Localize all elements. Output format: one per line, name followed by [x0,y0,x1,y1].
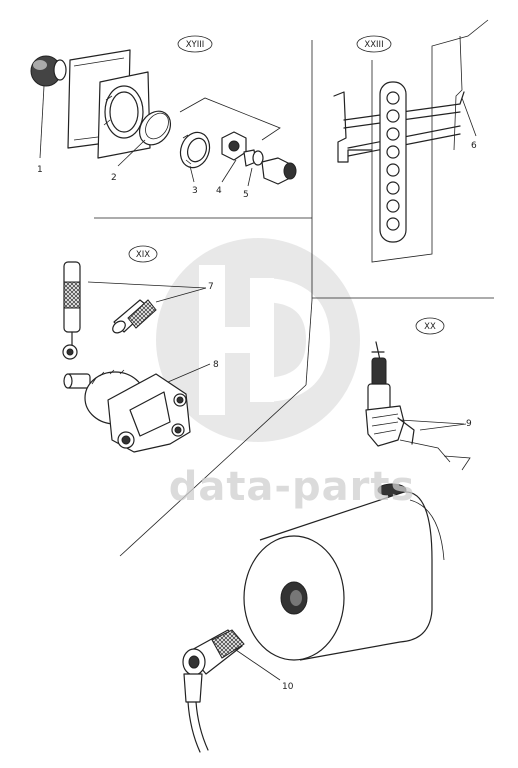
callout-3: 3 [192,186,198,196]
cylinder-roll [243,491,445,661]
section-xix: XIX [62,245,219,453]
bracket-outline [179,97,281,141]
section-badge-xviii: XYIII [177,35,213,53]
lamp-strip [379,81,407,243]
part-7-spring-contact [62,261,81,360]
leader-lines-xviii [39,85,253,187]
leader-lines-xix [87,281,211,383]
part-3-ring [179,131,211,169]
callout-9: 9 [466,419,472,429]
callout-10: 10 [282,682,294,692]
section-badge-xix: XIX [128,245,158,263]
part-5-bulb [261,157,297,185]
part-4-nut [221,131,264,167]
leader-lines-xx [235,419,465,681]
part-7-pin [112,299,157,334]
watermark-logo [156,238,360,442]
section-label-xviii: XYIII [186,40,205,50]
part-2-lens [138,110,172,146]
section-badge-xxiii: XXIII [356,35,392,53]
panel-bezel [97,71,151,159]
callout-2: 2 [111,173,117,183]
section-xviii: XYIII [30,35,297,200]
callout-1: 1 [37,165,43,175]
leader-line-6 [461,97,477,137]
callout-4: 4 [216,186,222,196]
cabinet-panel [333,19,489,263]
callout-8: 8 [213,360,219,370]
section-label-xix: XIX [136,250,150,260]
section-badge-xx: XX [415,317,445,335]
callout-7: 7 [208,282,214,292]
part-8-switch [63,369,191,453]
part-9-plug [365,341,471,497]
section-dividers [94,40,494,557]
section-label-xx: XX [424,322,436,332]
section-xxiii: XXIII 6 [333,19,489,263]
part-10-connector [182,629,245,753]
callout-5: 5 [243,190,249,200]
callout-6: 6 [471,141,477,151]
section-label-xxiii: XXIII [364,40,383,50]
section-xx: XX [182,317,472,753]
watermark-text: data-parts [169,464,416,510]
